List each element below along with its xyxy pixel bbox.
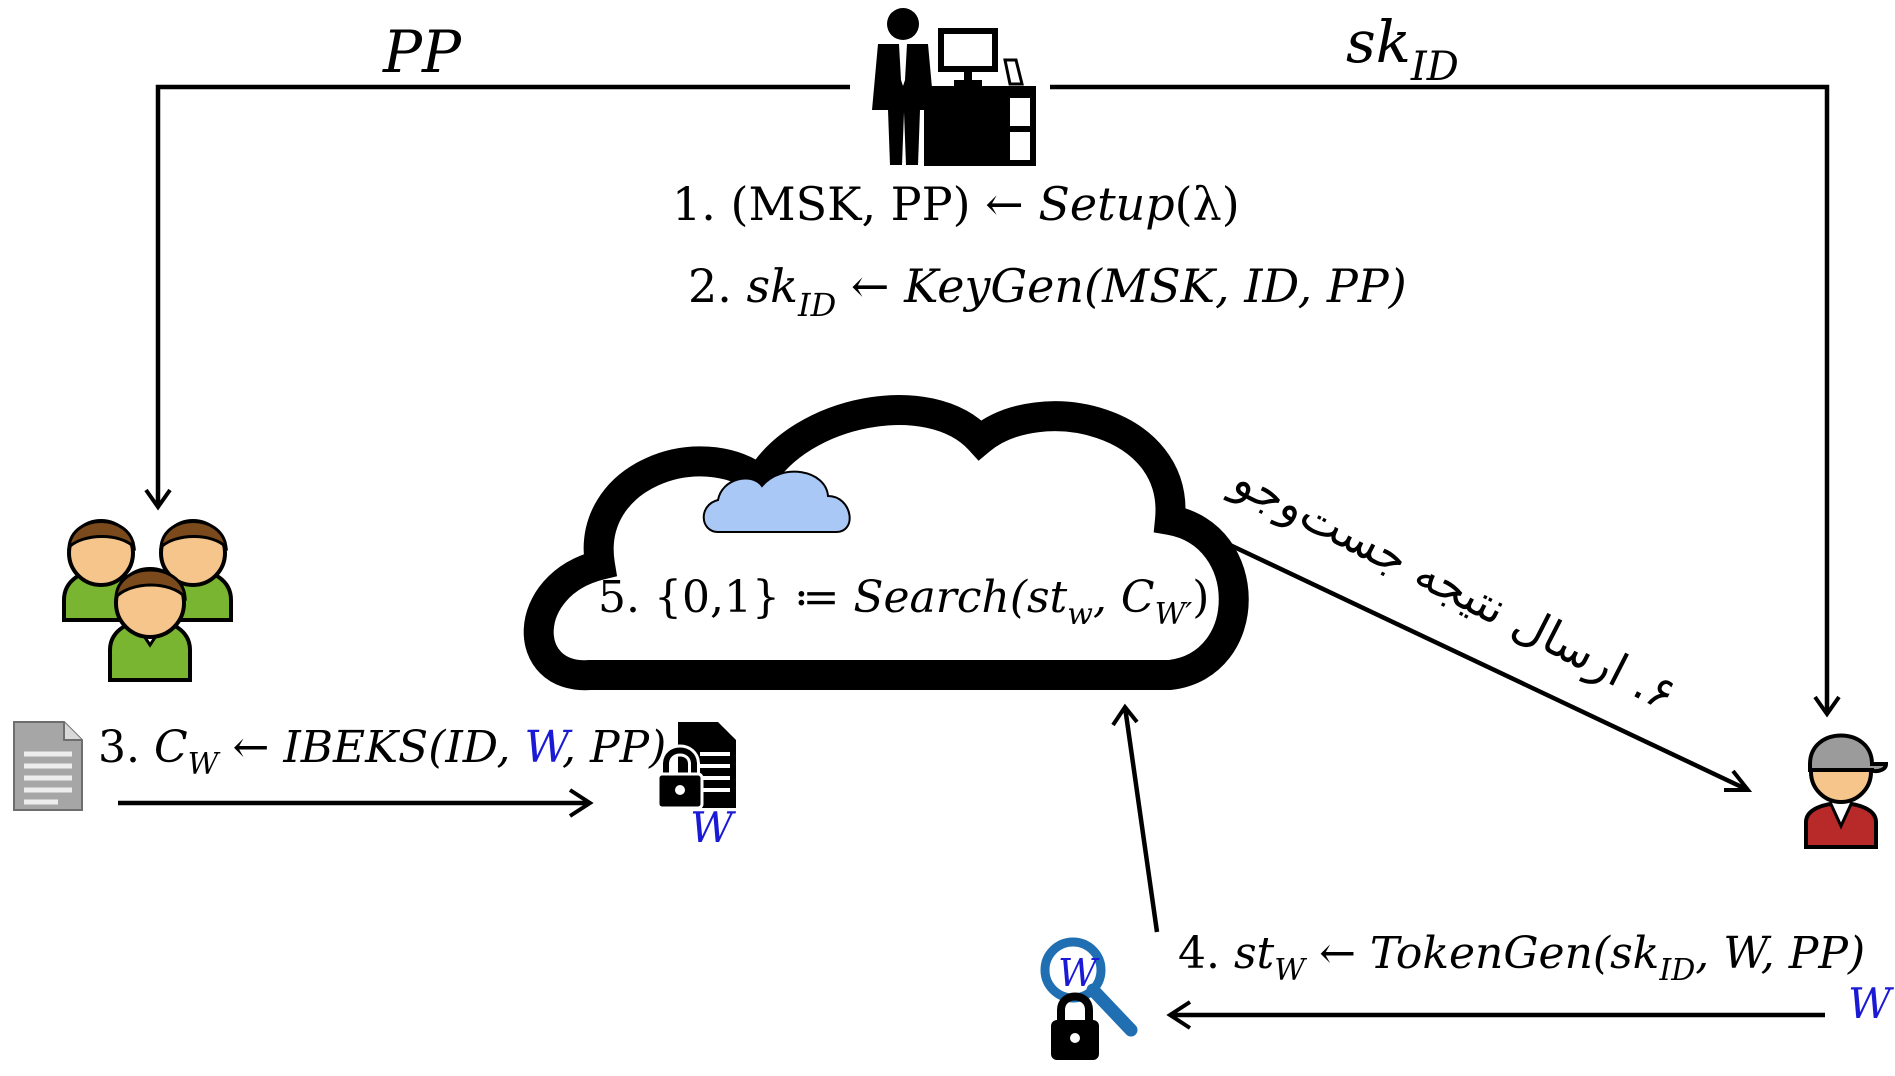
pp-distribution-line — [155, 84, 860, 505]
user-keyword-label: W — [1848, 979, 1895, 1028]
result-return-arrowhead — [1724, 769, 1753, 792]
step5-search-equation: 5. {0,1} ≔ Search(stw, CW′) — [598, 572, 1209, 632]
locked-document-icon — [656, 722, 736, 810]
receiver-user-icon — [1804, 733, 1889, 849]
trapdoor-keyword-label: W — [1058, 951, 1100, 995]
step1-setup-equation: 1. (MSK, PP) ← Setup(λ) — [672, 177, 1240, 231]
trapdoor-to-cloud-arrowhead — [1111, 703, 1139, 727]
document-icon — [13, 721, 83, 811]
encrypt-upload-arrowhead — [568, 788, 594, 818]
secret-key-label: skID — [1346, 8, 1459, 90]
result-return-line — [1229, 542, 1749, 793]
sk-distribution-arrowhead — [1813, 695, 1841, 718]
connector-lines — [118, 84, 1841, 1030]
public-params-label: PP — [382, 18, 462, 86]
small-cloud-icon — [702, 470, 851, 533]
step6-send-result-label: ۶. ارسال نتیجه جست‌وجو — [1223, 451, 1685, 723]
step3-ibeks-equation: 3. CW ← IBEKS(ID, W, PP) — [98, 722, 666, 782]
user-group-icon — [62, 519, 233, 682]
sk-distribution-line — [1050, 84, 1830, 712]
cloud-server-icon — [523, 395, 1249, 691]
encrypted-keyword-label: W — [690, 803, 737, 852]
search-trapdoor-icon — [1040, 937, 1138, 1060]
trapdoor-send-arrowhead — [1166, 1000, 1192, 1030]
pp-distribution-arrowhead — [144, 488, 172, 511]
step4-tokengen-equation: 4. stW ← TokenGen(skID, W, PP) — [1178, 928, 1865, 988]
administrator-at-desk-icon — [850, 8, 1050, 166]
trapdoor-to-cloud-line — [1122, 706, 1160, 933]
step2-keygen-equation: 2. skID ← KeyGen(MSK, ID, PP) — [688, 259, 1407, 324]
